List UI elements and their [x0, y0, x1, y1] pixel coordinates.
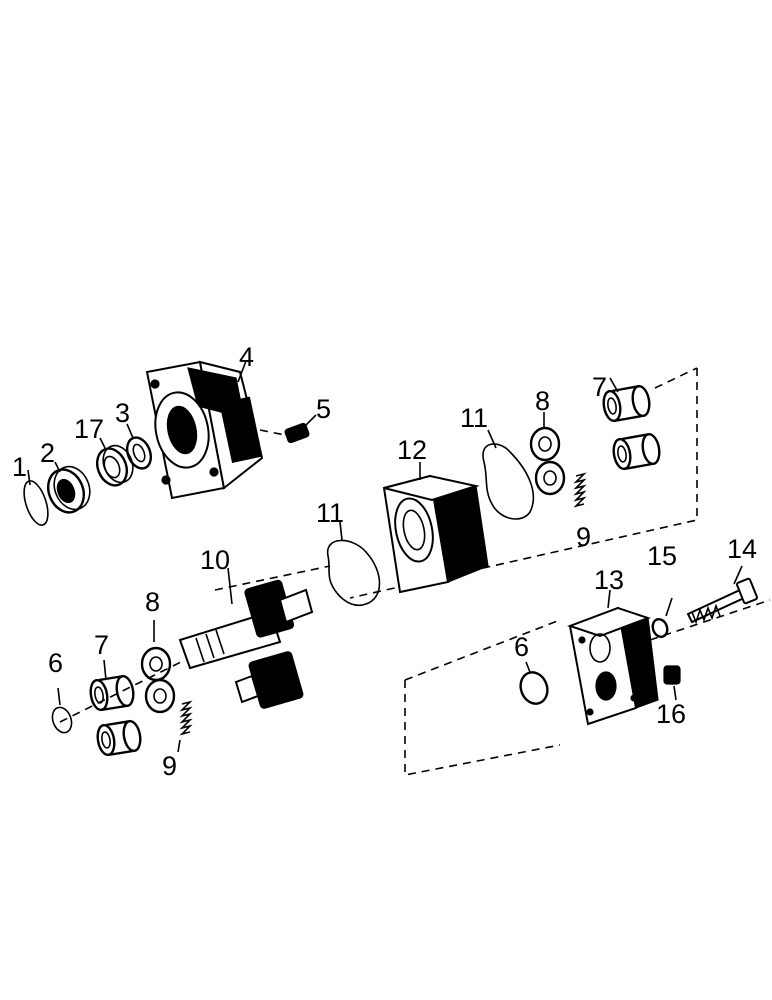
label-6-right: 6 — [514, 632, 529, 662]
label-7-upper: 7 — [592, 372, 607, 402]
part-7-bearing-upper — [602, 377, 661, 471]
label-7-lower: 7 — [94, 630, 109, 660]
part-9-spring-upper — [573, 472, 587, 508]
label-2: 2 — [40, 438, 55, 468]
part-1-snap-ring — [23, 469, 49, 526]
label-13: 13 — [594, 565, 624, 595]
part-3-ring — [125, 423, 153, 470]
label-15: 15 — [647, 541, 677, 571]
part-11-gasket-lower — [326, 521, 381, 607]
label-11-upper: 11 — [460, 403, 488, 433]
label-16: 16 — [656, 699, 686, 729]
part-15-washer — [651, 597, 673, 638]
part-7-bearing-lower — [89, 659, 142, 757]
label-1: 1 — [12, 452, 27, 482]
label-9-lower: 9 — [162, 751, 177, 781]
part-8-bushing-plate-upper — [529, 412, 566, 496]
part-labels: 1 2 17 3 4 5 12 11 8 7 9 11 10 8 7 6 9 6… — [12, 342, 757, 781]
part-14-bolt — [686, 565, 759, 625]
label-9-upper: 9 — [576, 522, 591, 552]
label-12: 12 — [397, 435, 427, 465]
part-6-snap-ring-left — [51, 687, 73, 734]
label-6-left: 6 — [48, 648, 63, 678]
label-17: 17 — [74, 414, 104, 444]
part-8-bushing-plate-lower — [140, 620, 176, 714]
label-11-lower: 11 — [316, 498, 344, 528]
part-2-seal — [47, 461, 91, 514]
driven-gear — [234, 651, 304, 709]
part-5-fitting — [284, 414, 317, 444]
label-14: 14 — [727, 534, 757, 564]
part-10-drive-gear-shaft — [178, 567, 314, 670]
label-10: 10 — [200, 545, 230, 575]
part-17-washer — [95, 437, 134, 487]
part-13-end-cover — [567, 589, 659, 726]
label-3: 3 — [115, 398, 130, 428]
label-8-upper: 8 — [535, 386, 550, 416]
assembly-guide-lines — [59, 367, 771, 776]
part-4-flange-housing — [145, 360, 264, 500]
label-5: 5 — [316, 394, 331, 424]
label-4: 4 — [239, 342, 254, 372]
part-11-gasket-upper — [482, 429, 535, 520]
part-12-pump-body — [382, 462, 489, 594]
part-9-spring-lower — [177, 700, 193, 753]
part-16-plug — [663, 665, 681, 701]
label-8-lower: 8 — [145, 587, 160, 617]
part-6-snap-ring-right — [519, 661, 549, 705]
